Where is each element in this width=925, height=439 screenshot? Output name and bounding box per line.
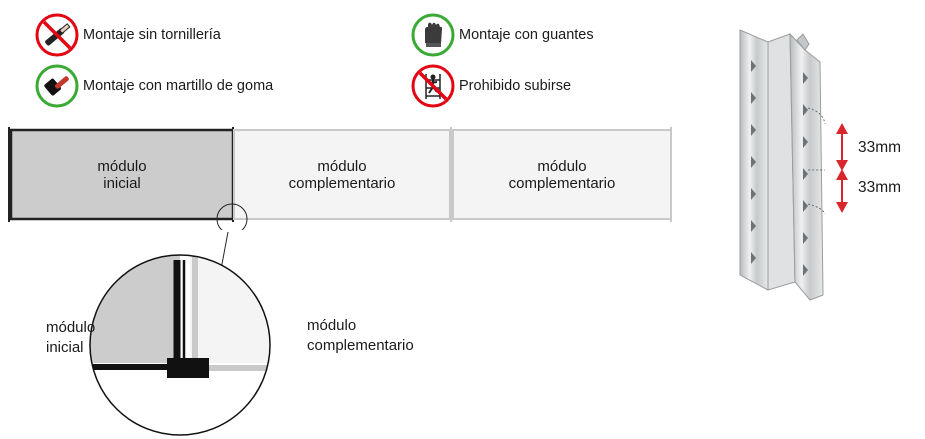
legend-label: Prohibido subirse [459,78,572,94]
legend-label: Montaje con martillo de goma [83,78,274,94]
detail-label-line: inicial [46,339,84,356]
detail-label-line: módulo [46,319,96,336]
legend-label: Montaje sin tornillería [83,27,221,43]
detail-label-line: complementario [307,337,414,354]
module-label-line: complementario [508,175,616,192]
module-complementary-2: módulo complementario [454,131,670,219]
no-screwdriver-icon [35,13,79,57]
module-label-line: inicial [103,175,141,192]
detail-label-complementary: módulo complementario [307,316,414,356]
detail-label-initial: módulo inicial [46,318,95,358]
detail-label-line: módulo [307,317,357,334]
module-label-line: complementario [288,175,396,192]
legend-item-gloves: Montaje con guantes [411,13,594,57]
slotted-upright-illustration [739,29,826,301]
gloves-icon [411,13,455,57]
upright-slots [751,60,808,276]
module-label-line: módulo [97,158,147,175]
dimension-arrows-overlay [836,123,848,213]
legend-item-no-screws: Montaje sin tornillería [35,13,221,57]
module-label-line: módulo [537,158,587,175]
module-label-line: módulo [317,158,367,175]
modules-outline [8,127,672,230]
module-initial: módulo inicial [12,131,232,219]
module-complementary-1: módulo complementario [235,131,449,219]
spacing-label-lower: 33mm [858,179,902,196]
rubber-mallet-icon [35,64,79,108]
legend-label: Montaje con guantes [459,27,594,43]
legend-item-rubber-mallet: Montaje con martillo de goma [35,64,273,108]
legend-item-no-climbing: Prohibido subirse [411,64,571,108]
no-climbing-icon [411,64,455,108]
spacing-label-upper: 33mm [858,139,902,156]
joint-detail-magnifier [89,231,271,436]
